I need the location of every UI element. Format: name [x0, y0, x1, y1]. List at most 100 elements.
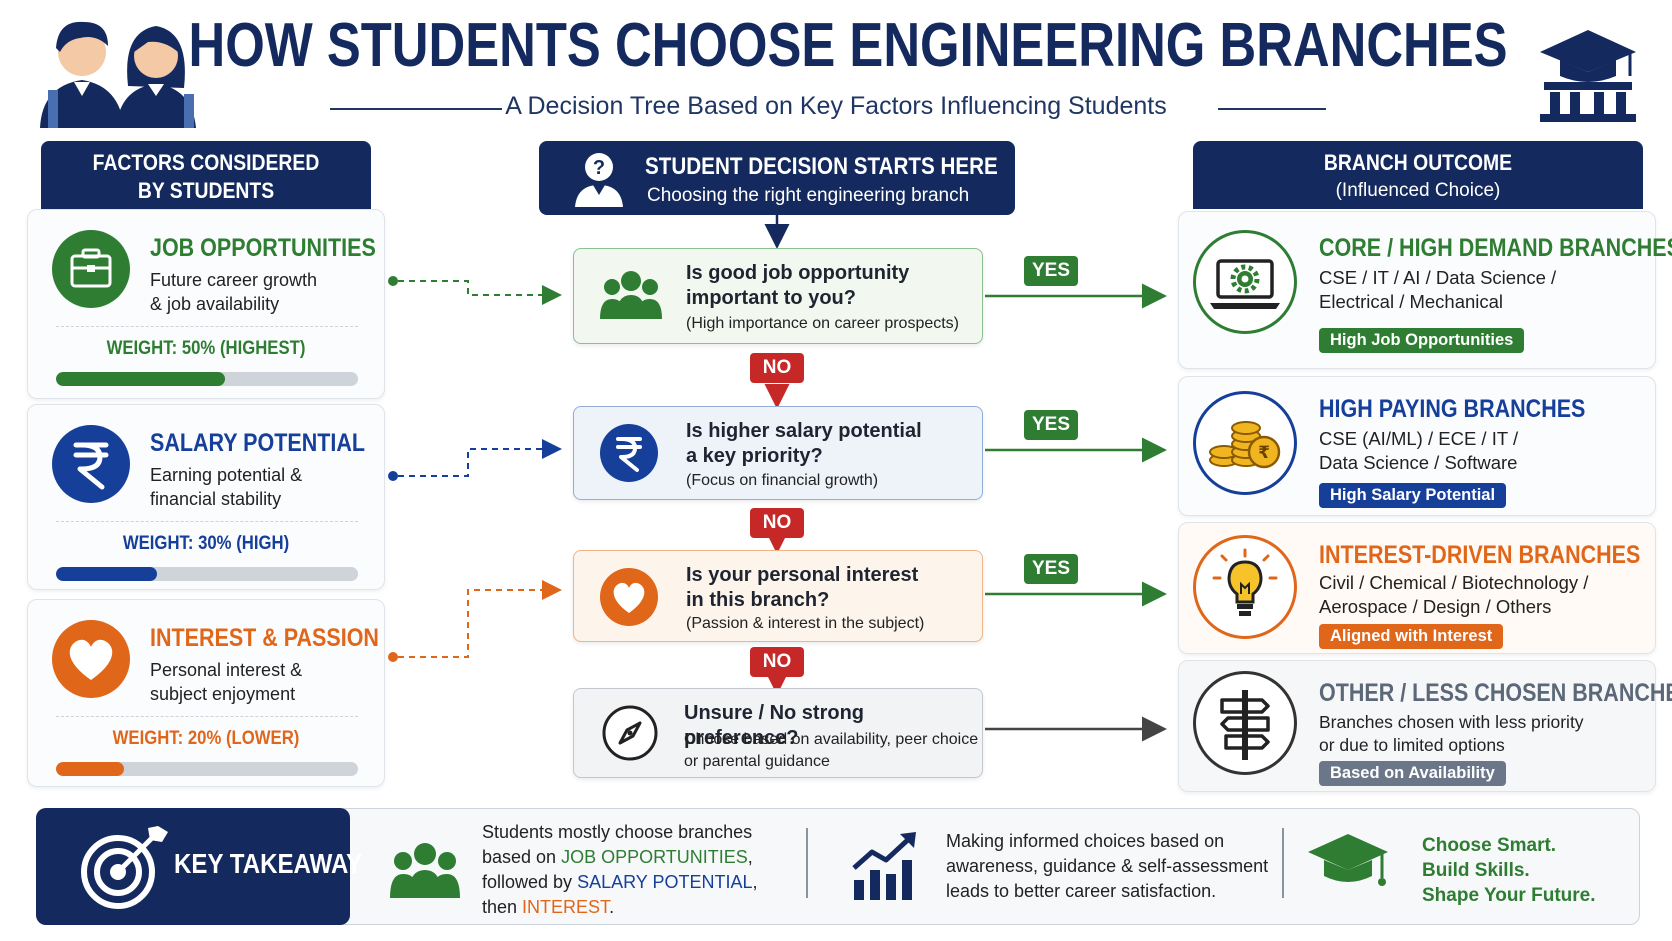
graduation-building-icon: [1540, 30, 1636, 122]
takeaway-motto: Choose Smart. Build Skills. Shape Your F…: [1422, 833, 1596, 908]
decision-note: (High importance on career prospects): [686, 315, 960, 332]
outcome-tag: Aligned with Interest: [1319, 624, 1504, 649]
motto-line: Build Skills.: [1422, 860, 1530, 881]
factor-desc: Personal interest & subject enjoyment: [150, 658, 302, 706]
decision-question: Is higher salary potential a key priorit…: [686, 419, 922, 469]
text: .: [609, 897, 615, 917]
factors-header-line1: FACTORS CONSIDERED: [92, 150, 320, 175]
page-subtitle: A Decision Tree Based on Key Factors Inf…: [505, 92, 1167, 120]
text: followed by: [482, 872, 578, 892]
outcome-card-other: OTHER / LESS CHOSEN BRANCHES Branches ch…: [1178, 660, 1672, 792]
decision-note: (Focus on financial growth): [686, 472, 879, 489]
outcome-desc-line2: Aerospace / Design / Others: [1319, 596, 1552, 617]
factors-header: FACTORS CONSIDERED BY STUDENTS: [41, 141, 371, 209]
subtitle-line-left: [330, 108, 502, 110]
divider: [1282, 828, 1284, 898]
weight-bar: [56, 762, 358, 776]
factor-separator: [56, 521, 358, 522]
briefcase-icon: [52, 230, 130, 308]
factor-card-interest: INTEREST & PASSION Personal interest & s…: [27, 599, 385, 787]
factor-title: SALARY POTENTIAL: [150, 429, 366, 457]
motto-line: Shape Your Future.: [1422, 885, 1596, 906]
highlight-job: JOB OPPORTUNITIES: [561, 847, 748, 867]
target-icon: [81, 826, 168, 909]
compass-icon: [602, 705, 658, 761]
heart-icon: [52, 620, 130, 698]
factor-desc: Future career growth & job availability: [150, 268, 317, 316]
outcome-header-subtitle: (Influenced Choice): [1335, 180, 1501, 201]
takeaway-line: leads to better career satisfaction.: [946, 881, 1217, 901]
factor-card-salary: SALARY POTENTIAL Earning potential & fin…: [27, 404, 385, 590]
decision-note-line1: Choose based on availability, peer choic…: [684, 731, 979, 748]
decision-salary: Is higher salary potential a key priorit…: [573, 406, 983, 500]
weight-bar: [56, 372, 358, 386]
outcome-desc: CSE (AI/ML) / ECE / IT / Data Science / …: [1319, 427, 1518, 475]
factor-title: JOB OPPORTUNITIES: [150, 234, 376, 262]
outcome-desc-line1: CSE (AI/ML) / ECE / IT /: [1319, 428, 1519, 449]
students-icon: [40, 21, 196, 128]
decision-header: ? STUDENT DECISION STARTS HERE Choosing …: [539, 141, 1015, 215]
page-title: HOW STUDENTS CHOOSE ENGINEERING BRANCHES: [188, 11, 1508, 80]
outcome-title: CORE / HIGH DEMAND BRANCHES: [1319, 234, 1672, 262]
signpost-icon: [1193, 671, 1297, 775]
outcome-desc: Branches chosen with less priority or du…: [1319, 711, 1584, 757]
decision-question: Unsure / No strong preference?: [684, 702, 865, 749]
takeaway-text-2: Making informed choices based on awarene…: [946, 829, 1268, 904]
text: then: [482, 897, 523, 917]
student-question-icon: ?: [575, 153, 623, 207]
text: ,: [752, 872, 758, 892]
decision-question: Is your personal interest in this branch…: [686, 563, 918, 613]
takeaway-line: based on JOB OPPORTUNITIES,: [482, 845, 757, 870]
decision-interest: Is your personal interest in this branch…: [573, 550, 983, 642]
decision-question: Is good job opportunity important to you…: [686, 261, 909, 311]
outcome-title: HIGH PAYING BRANCHES: [1319, 395, 1586, 423]
outcome-desc-line2: or due to limited options: [1319, 735, 1505, 755]
lightbulb-icon: [1193, 535, 1297, 639]
outcome-card-core: CORE / HIGH DEMAND BRANCHES CSE / IT / A…: [1178, 211, 1672, 369]
weight-bar-fill: [56, 567, 158, 581]
factor-desc-line1: Future career growth: [150, 270, 318, 290]
takeaway-line: awareness, guidance & self-assessment: [946, 856, 1269, 876]
rupee-icon: [600, 424, 658, 482]
subtitle-line-right: [1218, 108, 1326, 110]
factor-separator: [56, 716, 358, 717]
no-badge: NO: [750, 647, 804, 677]
highlight-interest: INTEREST: [522, 897, 610, 917]
weight-bar-fill: [56, 762, 124, 776]
outcome-card-interest: INTEREST-DRIVEN BRANCHES Civil / Chemica…: [1178, 522, 1656, 654]
takeaway-line: then INTEREST.: [482, 895, 757, 920]
weight-bar: [56, 567, 358, 581]
question-line2: a key priority?: [686, 445, 823, 467]
decision-header-title: STUDENT DECISION STARTS HERE: [645, 153, 998, 180]
factor-desc-line1: Personal interest &: [150, 660, 303, 680]
laptop-gear-icon: [1193, 230, 1297, 334]
question-line2: important to you?: [686, 287, 856, 309]
rupee-icon: [52, 425, 130, 503]
text: ,: [747, 847, 753, 867]
yes-badge: YES: [1024, 410, 1078, 440]
takeaway-line: Students mostly choose branches: [482, 820, 757, 845]
yes-badge: YES: [1024, 554, 1078, 584]
heart-icon: [600, 568, 658, 626]
text: Students mostly choose branches: [482, 822, 753, 842]
decision-header-subtitle: Choosing the right engineering branch: [647, 185, 970, 206]
no-badge: NO: [750, 508, 804, 538]
outcome-tag: Based on Availability: [1319, 761, 1506, 786]
factor-desc-line1: Earning potential &: [150, 465, 303, 485]
outcome-desc-line1: Branches chosen with less priority: [1319, 712, 1584, 732]
factor-desc-line2: & job availability: [150, 294, 280, 314]
decision-unsure: Unsure / No strong preference? Choose ba…: [573, 688, 983, 778]
outcome-desc-line1: CSE / IT / AI / Data Science /: [1319, 267, 1557, 288]
question-line1: Is higher salary potential: [686, 420, 922, 442]
outcome-card-salary: ₹ HIGH PAYING BRANCHES CSE (AI/ML) / ECE…: [1178, 376, 1656, 516]
decision-note: (Passion & interest in the subject): [686, 615, 925, 632]
no-badge: NO: [750, 353, 804, 383]
outcome-desc: CSE / IT / AI / Data Science / Electrica…: [1319, 266, 1556, 314]
factor-desc-line2: financial stability: [150, 489, 282, 509]
question-line1: Is your personal interest: [686, 564, 919, 586]
factor-desc: Earning potential & financial stability: [150, 463, 302, 511]
factors-header-line2: BY STUDENTS: [137, 178, 275, 203]
takeaway-text-1: Students mostly choose branches based on…: [482, 820, 757, 920]
outcome-header-title: BRANCH OUTCOME: [1323, 150, 1513, 175]
takeaway-line: followed by SALARY POTENTIAL,: [482, 870, 757, 895]
